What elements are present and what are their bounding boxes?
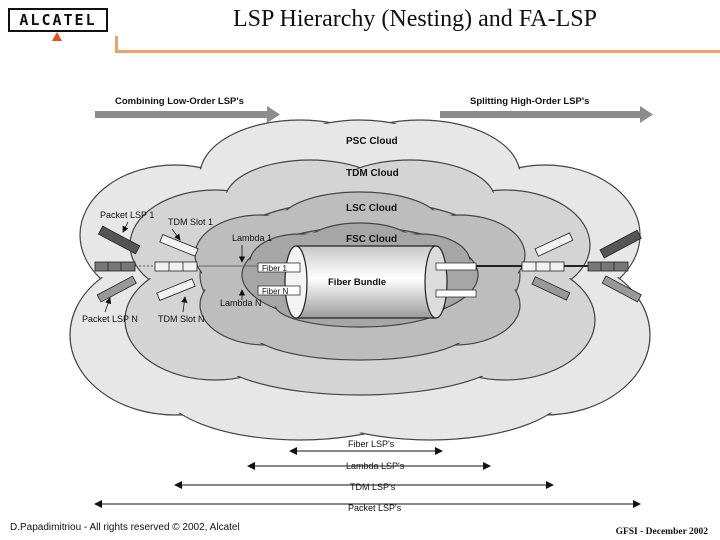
tdm-slot-n-label: TDM Slot N	[158, 314, 205, 324]
fiber-bundle	[257, 245, 477, 319]
lsc-cloud-label: LSC Cloud	[346, 203, 397, 214]
right-mux-packet	[587, 261, 629, 272]
tdm-lsp-span-label: TDM LSP's	[350, 482, 396, 492]
fiber-bundle-label: Fiber Bundle	[328, 277, 386, 288]
pointer-packet-n	[104, 297, 112, 313]
logo-triangle-icon	[52, 32, 62, 41]
left-mux-tdm	[154, 261, 198, 272]
packet-lsp-span-label: Packet LSP's	[348, 503, 402, 513]
title-rule	[115, 50, 720, 53]
tdm-slot-1-label: TDM Slot 1	[168, 217, 213, 227]
title-rule-vertical	[115, 36, 118, 53]
pointer-tdm-n	[181, 296, 188, 313]
tdm-bar-top-left	[159, 234, 199, 257]
packet-bar-bottom-right	[601, 275, 642, 303]
packet-bar-top-right	[599, 229, 642, 259]
tdm-cloud-label: TDM Cloud	[346, 168, 399, 179]
lambda-1-label: Lambda 1	[232, 233, 272, 243]
splitting-arrow	[440, 106, 653, 123]
fiber-lsp-span-label: Fiber LSP's	[348, 439, 395, 449]
fiber-1-label: Fiber 1	[262, 264, 287, 273]
tdm-bar-top-right	[534, 232, 574, 257]
logo-text: ALCATEL	[19, 11, 97, 29]
packet-bar-bottom-left	[96, 275, 137, 303]
pointer-tdm-1	[171, 228, 181, 241]
psc-cloud-label: PSC Cloud	[346, 136, 398, 147]
page-title: LSP Hierarchy (Nesting) and FA-LSP	[233, 6, 597, 32]
fsc-cloud-label: FSC Cloud	[346, 234, 397, 245]
left-mux-packet	[94, 261, 136, 272]
pointer-packet-1	[122, 221, 129, 233]
tdm-bar-bottom-left	[156, 278, 196, 301]
packet-lsp-n-label: Packet LSP N	[82, 314, 138, 324]
combining-arrow	[95, 106, 280, 123]
splitting-label: Splitting High-Order LSP's	[470, 96, 589, 107]
lambda-lsp-span-label: Lambda LSP's	[346, 461, 405, 471]
footer-date: GFSI - December 2002	[615, 527, 708, 537]
packet-lsp-1-label: Packet LSP 1	[100, 210, 154, 220]
lambda-n-label: Lambda N	[220, 298, 262, 308]
fiber-n-label: Fiber N	[262, 287, 288, 296]
right-mux-tdm	[521, 261, 565, 272]
alcatel-logo: ALCATEL	[8, 8, 108, 32]
footer-copyright: D.Papadimitriou - All rights reserved © …	[10, 522, 240, 533]
tdm-bar-bottom-right	[531, 276, 571, 301]
combining-label: Combining Low-Order LSP's	[115, 96, 244, 107]
packet-bar-top-left	[97, 225, 141, 255]
